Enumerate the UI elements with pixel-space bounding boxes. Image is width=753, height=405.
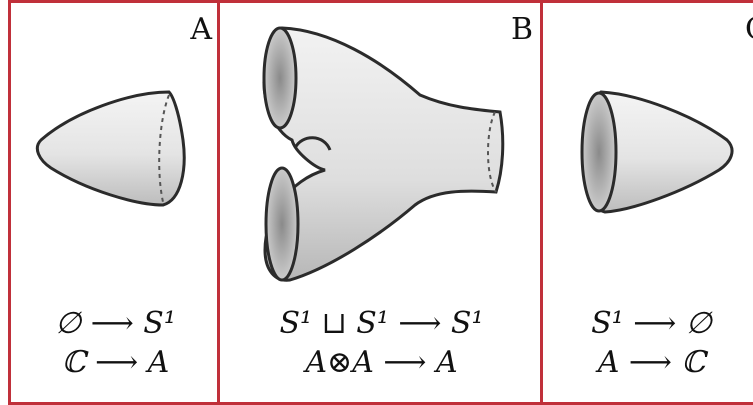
formula-b-line1: S¹ ⊔ S¹ ⟶ S¹ <box>279 306 484 341</box>
formula-c-line2: A ⟶ ℂ <box>597 345 706 380</box>
panel-a: A ∅ ⟶ S¹ ℂ ⟶ A <box>8 0 220 405</box>
formula-c-line1: S¹ ⟶ ∅ <box>591 306 712 341</box>
panel-b: B S¹ ⊔ S¹ ⟶ S¹ A⊗A ⟶ A <box>217 0 543 405</box>
panel-label-a: A <box>190 12 212 47</box>
formula-a-line2: ℂ ⟶ A <box>61 345 170 380</box>
panel-label-b: B <box>510 12 533 47</box>
cup-cobordism-c <box>580 90 734 214</box>
pair-of-pants-cobordism-b <box>262 26 505 282</box>
formula-b-line2: A⊗A ⟶ A <box>305 345 458 380</box>
cap-cobordism-a <box>35 90 186 207</box>
panel-label-c: C <box>745 12 753 47</box>
panel-c: C S¹ ⟶ ∅ A ⟶ ℂ <box>540 0 753 405</box>
formula-a-line1: ∅ ⟶ S¹ <box>55 306 176 341</box>
